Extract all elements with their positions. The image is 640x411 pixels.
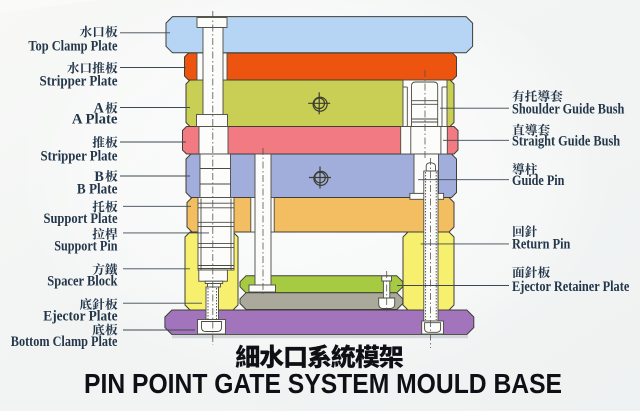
- svg-text:Ejector Retainer Plate: Ejector Retainer Plate: [512, 279, 629, 295]
- svg-text:B: B: [94, 169, 104, 185]
- svg-text:Shoulder Guide Bush: Shoulder Guide Bush: [512, 102, 624, 118]
- svg-text:Guide Pin: Guide Pin: [512, 173, 564, 189]
- svg-text:Spacer Block: Spacer Block: [47, 274, 117, 290]
- svg-text:Top Clamp Plate: Top Clamp Plate: [28, 38, 117, 54]
- svg-text:Return Pin: Return Pin: [512, 237, 570, 253]
- svg-text:B Plate: B Plate: [77, 181, 118, 197]
- svg-text:Bottom Clamp Plate: Bottom Clamp Plate: [11, 334, 118, 350]
- svg-text:A Plate: A Plate: [72, 112, 118, 128]
- svg-text:Support Plate: Support Plate: [44, 211, 118, 227]
- svg-text:Support Pin: Support Pin: [54, 238, 117, 254]
- svg-text:A: A: [94, 101, 105, 117]
- svg-text:Stripper Plate: Stripper Plate: [40, 73, 118, 89]
- svg-text:Stripper Plate: Stripper Plate: [41, 148, 118, 164]
- svg-text:Ejector Plate: Ejector Plate: [43, 309, 117, 325]
- svg-text:PIN POINT GATE SYSTEM MOULD BA: PIN POINT GATE SYSTEM MOULD BASE: [84, 368, 562, 399]
- svg-text:Straight Guide Bush: Straight Guide Bush: [512, 134, 620, 150]
